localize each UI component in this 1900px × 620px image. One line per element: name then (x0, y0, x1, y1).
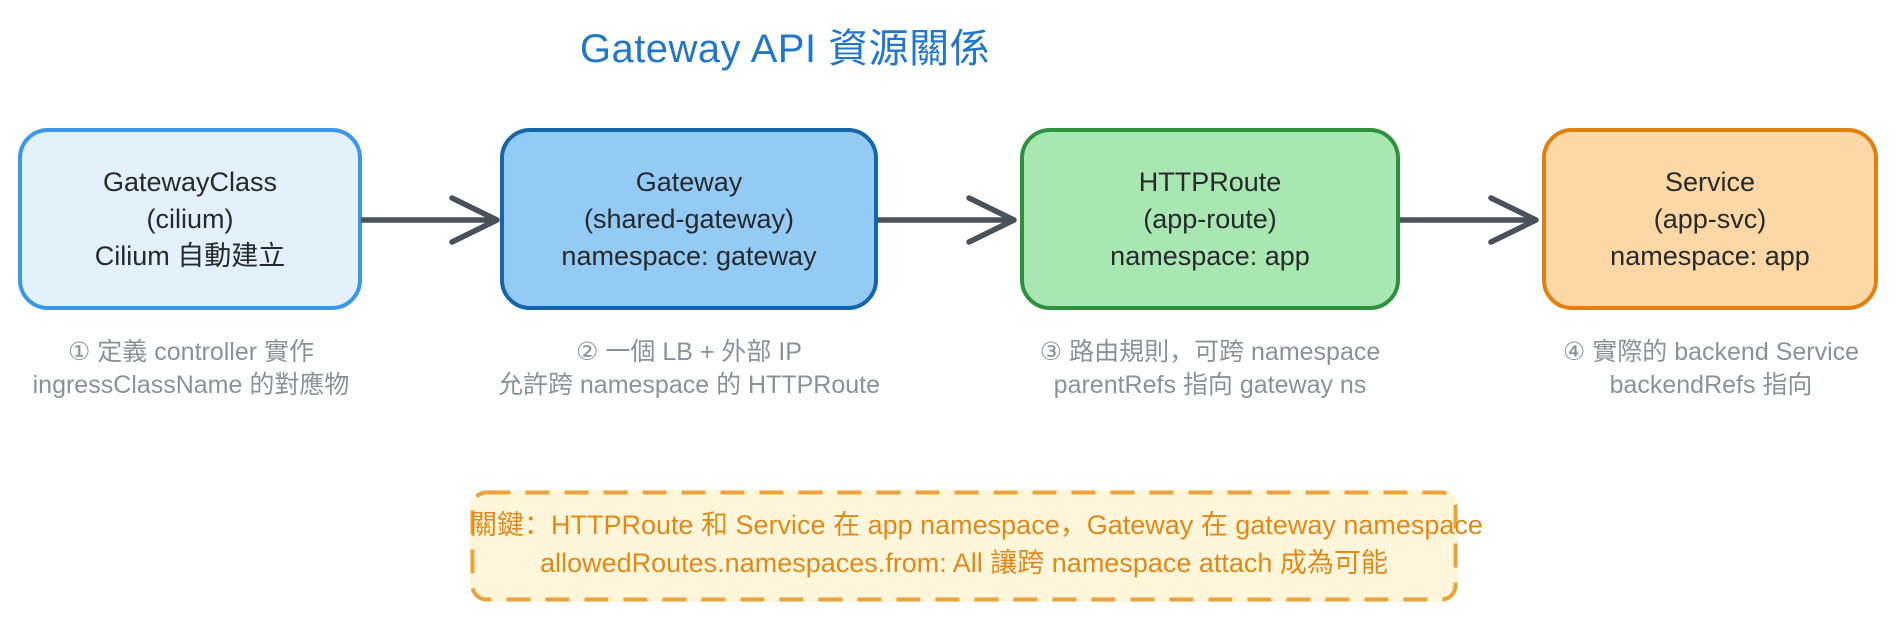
node-gatewayclass: GatewayClass (cilium) Cilium 自動建立 (18, 128, 362, 310)
annotation-gateway: ② 一個 LB + 外部 IP 允許跨 namespace 的 HTTPRout… (439, 336, 939, 402)
arrow-gateway-to-httproute-icon (878, 195, 1017, 245)
node-gatewayclass-instance: (cilium) (146, 203, 234, 234)
key-note-line1: 關鍵：HTTPRoute 和 Service 在 app namespace，G… (470, 510, 1483, 540)
node-service-name: Service (1664, 166, 1756, 197)
node-gateway-name: Gateway (635, 166, 743, 197)
annotation-httproute: ③ 路由規則，可跨 namespace parentRefs 指向 gatewa… (960, 336, 1460, 402)
arrow-httproute-to-service-icon (1400, 195, 1539, 245)
node-service: Service (app-svc) namespace: app (1542, 128, 1878, 310)
annotation-gatewayclass: ① 定義 controller 實作 ingressClassName 的對應物 (0, 336, 441, 402)
node-httproute-name: HTTPRoute (1138, 166, 1282, 197)
node-service-namespace: namespace: app (1610, 240, 1810, 271)
node-gateway-namespace: namespace: gateway (561, 240, 817, 271)
annotation-service-line2: backendRefs 指向 (1609, 371, 1813, 399)
node-service-instance: (app-svc) (1653, 203, 1767, 234)
annotation-httproute-line1: ③ 路由規則，可跨 namespace (1039, 338, 1381, 366)
annotation-gatewayclass-line1: ① 定義 controller 實作 (67, 338, 315, 366)
annotation-gatewayclass-line2: ingressClassName 的對應物 (32, 371, 350, 399)
annotation-service-line1: ④ 實際的 backend Service (1562, 338, 1860, 366)
arrow-gatewayclass-to-gateway-icon (361, 195, 500, 245)
node-httproute-instance: (app-route) (1143, 203, 1277, 234)
diagram-title: Gateway API 資源關係 (579, 27, 991, 71)
dashed-border-icon (470, 490, 1458, 602)
node-gateway-instance: (shared-gateway) (583, 203, 795, 234)
node-gateway: Gateway (shared-gateway) namespace: gate… (500, 128, 878, 310)
annotation-gateway-line2: 允許跨 namespace 的 HTTPRoute (497, 371, 881, 399)
key-note-box: 關鍵：HTTPRoute 和 Service 在 app namespace，G… (470, 490, 1483, 602)
annotation-gateway-line1: ② 一個 LB + 外部 IP (576, 338, 802, 366)
annotation-service: ④ 實際的 backend Service backendRefs 指向 (1461, 336, 1900, 402)
node-gatewayclass-name: GatewayClass (102, 166, 278, 197)
node-httproute: HTTPRoute (app-route) namespace: app (1020, 128, 1400, 310)
node-httproute-namespace: namespace: app (1110, 240, 1310, 271)
annotation-httproute-line2: parentRefs 指向 gateway ns (1053, 371, 1367, 399)
key-note-line2: allowedRoutes.namespaces.from: All 讓跨 na… (540, 548, 1388, 578)
node-gatewayclass-detail: Cilium 自動建立 (94, 240, 286, 271)
